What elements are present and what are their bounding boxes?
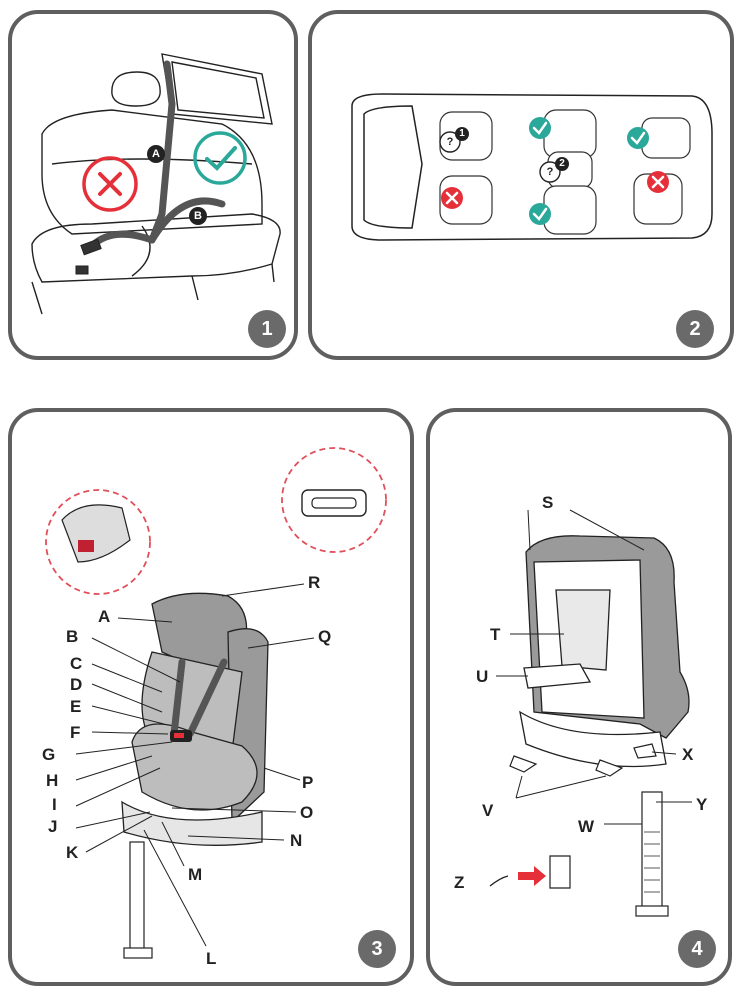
panel-seat-parts-front: A B C D E F G H I J K L M N O P Q R 3 (8, 408, 414, 986)
part-label-t: T (490, 625, 501, 644)
question-icon: ? (546, 166, 554, 178)
part-label-z: Z (454, 873, 465, 892)
detail-callout-slot (281, 447, 387, 553)
detail-callout-buckle (45, 489, 151, 595)
step-number-badge: 3 (358, 930, 396, 968)
vehicle-top-view (351, 93, 713, 241)
part-label-p: P (302, 773, 314, 792)
panel-seat-parts-rear: S T U V W X Y Z 4 (426, 408, 732, 986)
step-number-badge: 2 (676, 310, 714, 348)
part-label-e: E (70, 697, 82, 716)
cross-icon (82, 156, 138, 212)
seat-ok-markers (529, 117, 649, 225)
child-seat-front-illustration (45, 447, 387, 959)
part-label-c: C (70, 654, 83, 673)
child-seat-rear-illustration (489, 509, 692, 917)
part-label-m: M (188, 865, 203, 884)
seat-not-ok-markers (441, 171, 669, 209)
part-label-h: H (46, 771, 59, 790)
question-icon: ? (446, 136, 454, 148)
part-label-r: R (308, 573, 321, 592)
seat-mark-2: 2 (559, 158, 565, 169)
part-label-o: O (300, 803, 314, 822)
bench-seat-illustration (31, 53, 281, 315)
part-label-y: Y (696, 795, 708, 814)
part-label-f: F (70, 723, 81, 742)
panel-belt-routing: A B 1 (8, 10, 298, 360)
check-icon (193, 131, 247, 185)
part-label-s: S (542, 493, 554, 512)
part-label-a: A (98, 607, 111, 626)
part-label-w: W (578, 817, 595, 836)
part-label-k: K (66, 843, 79, 862)
part-label-b: B (66, 627, 79, 646)
part-label-v: V (482, 801, 494, 820)
part-label-d: D (70, 675, 83, 694)
belt-label-a: A (152, 148, 160, 160)
part-label-g: G (42, 745, 56, 764)
part-label-l: L (206, 949, 217, 968)
panel-seat-positions: ? ? 1 2 2 (308, 10, 734, 360)
part-label-q: Q (318, 627, 332, 646)
part-label-i: I (52, 795, 57, 814)
part-label-u: U (476, 667, 489, 686)
step-number-badge: 4 (678, 930, 716, 968)
part-label-x: X (682, 745, 694, 764)
part-label-n: N (290, 831, 303, 850)
seat-mark-1: 1 (459, 128, 465, 139)
part-label-j: J (48, 817, 58, 836)
step-number-badge: 1 (248, 310, 286, 348)
belt-label-b: B (194, 210, 202, 222)
